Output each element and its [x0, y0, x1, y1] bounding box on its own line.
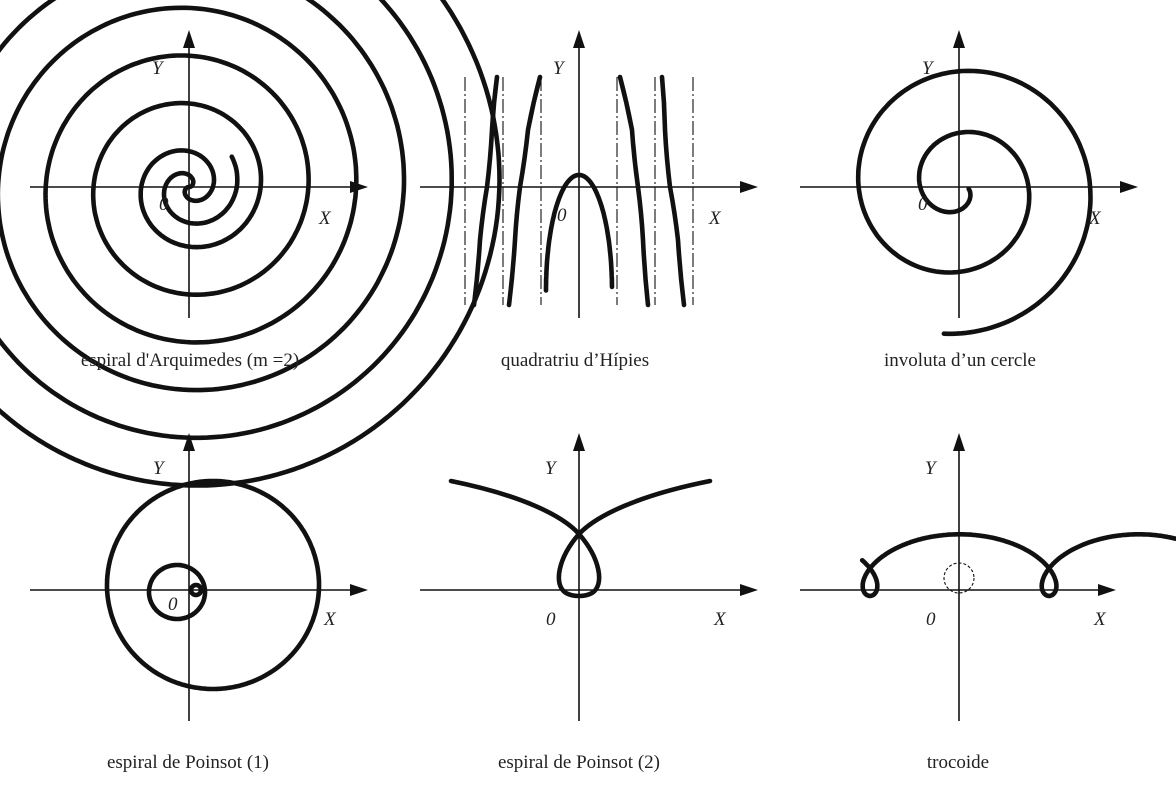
y-axis-label: Y	[152, 58, 165, 79]
panel-caption: involuta d’un cercle	[884, 350, 1036, 371]
y-axis-arrow	[183, 433, 195, 451]
quadratrix-curve	[471, 74, 687, 308]
y-axis-arrow	[953, 30, 965, 48]
panel-caption: quadratriu d’Hípies	[501, 350, 649, 371]
y-axis-arrow	[953, 433, 965, 451]
trochoid-curve	[859, 532, 1176, 599]
y-axis-arrow	[573, 30, 585, 48]
y-axis-label: Y	[545, 458, 558, 479]
panel-caption: trocoide	[927, 752, 989, 773]
origin-label: 0	[159, 194, 169, 215]
x-axis-label: X	[713, 609, 727, 630]
panel-caption: espiral de Poinsot (2)	[498, 752, 660, 773]
panel-trocoide: X Y 0 trocoide	[800, 433, 1176, 773]
x-axis-arrow	[350, 181, 368, 193]
origin-label: 0	[557, 205, 567, 226]
x-axis-label: X	[1088, 208, 1102, 229]
archimedes-spiral-curve	[0, 0, 502, 488]
x-axis-arrow	[1120, 181, 1138, 193]
panel-arquimedes: X Y 0 espiral d'Arquimedes (m =2)	[0, 0, 502, 488]
rolling-circle-dashed	[943, 562, 975, 594]
y-axis-arrow	[183, 30, 195, 48]
panel-caption: espiral de Poinsot (1)	[107, 752, 269, 773]
origin-label: 0	[546, 609, 556, 630]
panel-quadratriu: X Y 0 quadratriu d’Hípies	[420, 30, 758, 371]
origin-label: 0	[168, 594, 178, 615]
y-axis-label: Y	[922, 58, 935, 79]
x-axis-arrow	[350, 584, 368, 596]
panel-caption: espiral d'Arquimedes (m =2)	[81, 350, 299, 371]
x-axis-arrow	[740, 584, 758, 596]
panel-poinsot-1: X Y 0 espiral de Poinsot (1)	[30, 433, 368, 773]
x-axis-arrow	[740, 181, 758, 193]
panel-poinsot-2: X Y 0 espiral de Poinsot (2)	[420, 433, 758, 773]
x-axis-label: X	[323, 609, 337, 630]
origin-label: 0	[918, 194, 928, 215]
y-axis-label: Y	[925, 458, 938, 479]
x-axis-arrow	[1098, 584, 1116, 596]
poinsot-spiral-2-curve	[448, 478, 713, 599]
x-axis-label: X	[318, 208, 332, 229]
panel-involuta: X Y 0 involuta d’un cercle	[800, 30, 1138, 371]
y-axis-arrow	[573, 433, 585, 451]
origin-label: 0	[926, 609, 936, 630]
x-axis-label: X	[1093, 609, 1107, 630]
y-axis-label: Y	[553, 58, 566, 79]
involute-curve	[855, 68, 1093, 337]
poinsot-spiral-1-curve	[104, 478, 322, 692]
y-axis-label: Y	[153, 458, 166, 479]
x-axis-label: X	[708, 208, 722, 229]
